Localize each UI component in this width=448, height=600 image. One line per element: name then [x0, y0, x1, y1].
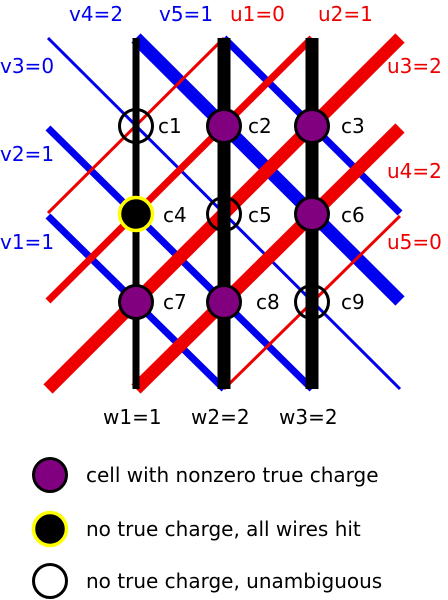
cell-c6-marker — [294, 196, 330, 232]
cell-c5-label: c5 — [248, 203, 272, 227]
v-wire-4-label: v4=2 — [69, 2, 123, 26]
cell-c5-marker — [206, 196, 242, 232]
w-wire-1-label: w1=1 — [103, 405, 162, 429]
u-wire-3-label: u3=2 — [387, 54, 442, 78]
legend-charged-marker — [32, 457, 68, 493]
legend-unambiguous-marker — [32, 563, 68, 599]
cell-c9-label: c9 — [341, 290, 365, 314]
u-wire-2 — [45, 35, 315, 304]
cell-c4-label: c4 — [163, 203, 187, 227]
wire-label-group: v1=1 v2=1 v3=0 v4=2 v5=1 u1=0 u2=1 u3=2 … — [0, 2, 442, 429]
legend-charged-label: cell with nonzero true charge — [86, 463, 379, 487]
cell-c3-marker — [294, 108, 330, 144]
cell-c1-label: c1 — [158, 114, 182, 138]
legend-unambiguous-label: no true charge, unambiguous — [86, 569, 382, 593]
w-wire-2-label: w2=2 — [191, 405, 250, 429]
cell-c4-marker — [117, 195, 155, 233]
legend-ambiguous-label: no true charge, all wires hit — [86, 517, 361, 541]
u-wire-5-label: u5=0 — [387, 230, 442, 254]
cell-c7-marker — [118, 284, 154, 320]
cell-c2-marker — [206, 108, 242, 144]
cell-group — [117, 108, 330, 320]
cell-c8-marker — [206, 284, 242, 320]
cell-c9-marker — [294, 284, 330, 320]
v-wire-2-label: v2=1 — [0, 142, 54, 166]
v-wire-3-label: v3=0 — [0, 54, 54, 78]
v-wire-5-label: v5=1 — [159, 2, 213, 26]
u-wire-4 — [131, 123, 405, 394]
u-wire-1-label: u1=0 — [230, 2, 285, 26]
cell-c6-label: c6 — [341, 203, 365, 227]
cell-c3-label: c3 — [341, 114, 365, 138]
legend-ambiguous-marker — [31, 510, 69, 548]
u-wire-2-label: u2=1 — [318, 2, 373, 26]
cell-c7-label: c7 — [163, 290, 187, 314]
cell-c8-label: c8 — [256, 290, 280, 314]
cell-c1-marker — [118, 108, 154, 144]
w-wire-3-label: w3=2 — [279, 405, 338, 429]
v-wire-1-label: v1=1 — [0, 230, 54, 254]
u-wire-4-label: u4=2 — [387, 159, 442, 183]
legend: cell with nonzero true charge no true ch… — [31, 457, 382, 599]
cell-label-group: c1 c2 c3 c4 c5 c6 c7 c8 c9 — [158, 114, 365, 314]
cell-c2-label: c2 — [248, 114, 272, 138]
